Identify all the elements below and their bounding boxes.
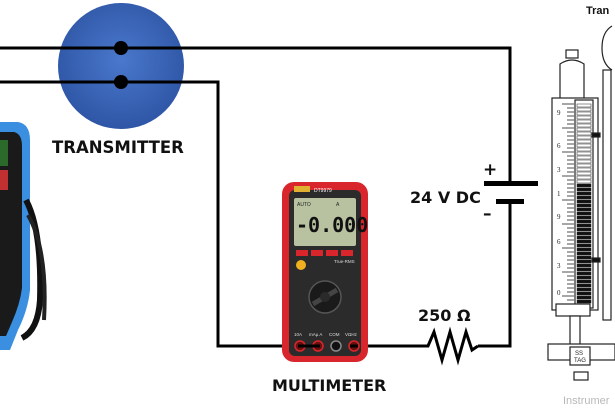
supply-plus-sign: + [483, 160, 497, 180]
gauge-flag [576, 103, 592, 108]
gauge-flag [576, 187, 592, 192]
svg-text:A: A [336, 202, 340, 208]
gauge-scale-number: 1 [557, 190, 561, 198]
gauge-flag [576, 191, 592, 196]
svg-text:mAµ A: mAµ A [309, 332, 322, 337]
gauge-flag [576, 207, 592, 212]
gauge-flag [576, 127, 592, 132]
gauge-flag [576, 263, 592, 268]
transmitter-terminal-negative [114, 75, 128, 89]
gauge-flag [576, 283, 592, 288]
partial-heading: Tran [586, 5, 610, 17]
gauge-flag [576, 195, 592, 200]
gauge-scale-number: 6 [557, 142, 561, 150]
svg-text:VΩHz: VΩHz [345, 332, 358, 337]
gauge-flag [576, 111, 592, 116]
gauge-flag [576, 287, 592, 292]
gauge-flag [576, 231, 592, 236]
dc-supply [484, 181, 538, 204]
gauge-flag [576, 211, 592, 216]
gauge-scale-number: 3 [557, 166, 561, 174]
gauge-scale-number: 3 [557, 262, 561, 270]
handheld-calibrator [0, 122, 47, 350]
gauge-scale [562, 103, 592, 304]
gauge-flag [576, 115, 592, 120]
gauge-flag [576, 223, 592, 228]
gauge-scale-number: 0 [557, 289, 561, 297]
gauge-flag [576, 251, 592, 256]
gauge-scale-number: 6 [557, 238, 561, 246]
svg-text:True-RMS: True-RMS [334, 259, 355, 264]
gauge-flag [576, 259, 592, 264]
watermark: Instrumer [563, 395, 610, 407]
gauge-flag [576, 155, 592, 160]
gauge-flag [576, 167, 592, 172]
gauge-flag [576, 295, 592, 300]
gauge-flag [576, 199, 592, 204]
svg-text:DT9979: DT9979 [314, 188, 332, 194]
svg-text:10A: 10A [294, 332, 302, 337]
gauge-scale-number: 9 [557, 213, 561, 221]
gauge-flag [576, 291, 592, 296]
gauge-flag [576, 143, 592, 148]
gauge-flag [576, 203, 592, 208]
gauge-flag [576, 227, 592, 232]
gauge-flag [576, 147, 592, 152]
gauge-flag [576, 175, 592, 180]
supply-minus-sign: – [483, 204, 492, 224]
gauge-flag [576, 183, 592, 188]
gauge-flag [576, 279, 592, 284]
gauge-flag [576, 179, 592, 184]
gauge-flag [576, 235, 592, 240]
gauge-flag [576, 107, 592, 112]
transmitter-terminal-positive [114, 41, 128, 55]
gauge-flag [576, 219, 592, 224]
resistor [420, 326, 479, 366]
multimeter-display [294, 198, 356, 246]
wire-battery-to-resistor [478, 202, 512, 348]
gauge-flag [576, 215, 592, 220]
gauge-flag [576, 255, 592, 260]
gauge-flag [576, 159, 592, 164]
gauge-flag [576, 131, 592, 136]
gauge-tag-line2: TAG [574, 358, 586, 364]
multimeter: DT9979 AUTO A -0.000 True-RMS 10A mAµ A … [282, 182, 368, 362]
transmitter-label: TRANSMITTER [52, 138, 184, 157]
gauge-flag [576, 171, 592, 176]
gauge-flag [576, 163, 592, 168]
gauge-flag [576, 275, 592, 280]
resistor-label: 250 Ω [418, 306, 471, 325]
transmitter-body [58, 3, 184, 129]
gauge-flag [576, 243, 592, 248]
gauge-flag [576, 239, 592, 244]
multimeter-label: MULTIMETER [272, 376, 386, 395]
gauge-flag [576, 123, 592, 128]
gauge-flag [576, 151, 592, 156]
gauge-scale-number: 9 [557, 109, 561, 117]
supply-voltage-label: 24 V DC [410, 188, 481, 207]
multimeter-reading: -0.000 [296, 213, 368, 237]
gauge-flag [576, 139, 592, 144]
gauge-flag [576, 247, 592, 252]
gauge-flag [576, 271, 592, 276]
gauge-flag [576, 135, 592, 140]
gauge-flag [576, 267, 592, 272]
transmitter [0, 3, 510, 129]
svg-text:AUTO: AUTO [297, 202, 311, 208]
svg-text:COM: COM [329, 332, 340, 337]
gauge-tag-line1: SS [575, 351, 583, 357]
gauge-flag [576, 299, 592, 304]
gauge-flag [576, 119, 592, 124]
